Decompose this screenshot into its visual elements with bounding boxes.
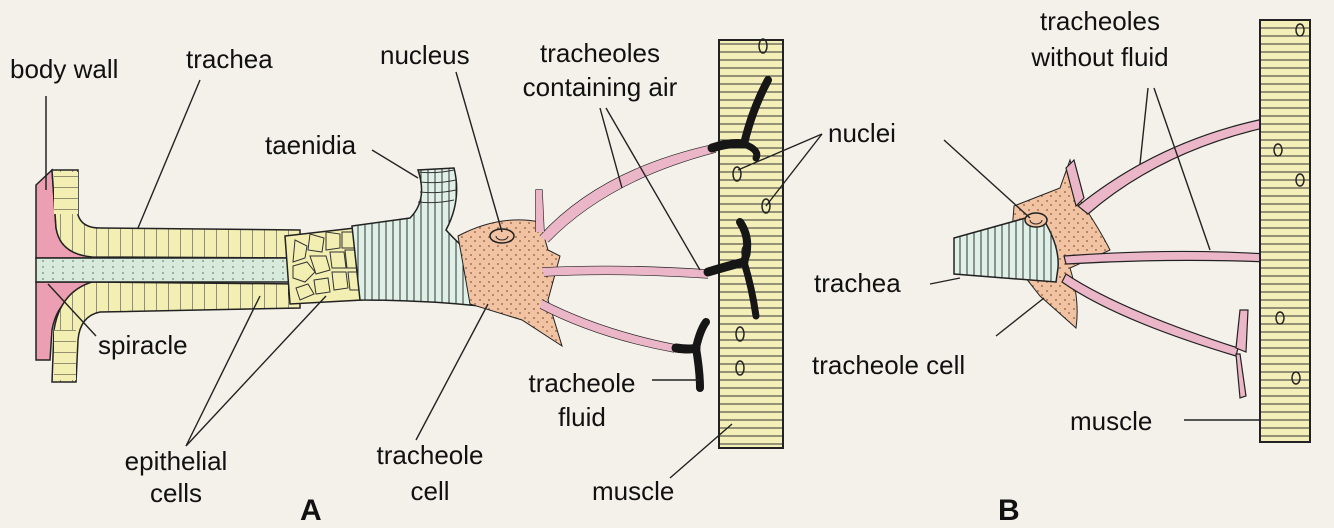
label-nucleus: nucleus xyxy=(380,40,470,70)
label-tracheole-cell-b: tracheole cell xyxy=(812,350,965,380)
label-tracheole-cell-a-line2: cell xyxy=(360,476,500,506)
label-epithelial-line2: cells xyxy=(106,478,246,508)
label-spiracle: spiracle xyxy=(98,330,188,360)
spiracle-shape xyxy=(36,258,290,282)
label-trachea-a: trachea xyxy=(186,44,273,74)
label-trachea-b: trachea xyxy=(814,268,901,298)
label-muscle-a: muscle xyxy=(592,476,674,506)
label-tracheole-cell-a-line1: tracheole xyxy=(360,440,500,470)
muscle-b-shape xyxy=(1260,20,1310,442)
label-nuclei: nuclei xyxy=(828,118,896,148)
label-tracheole-fluid-line1: tracheole xyxy=(512,368,652,398)
label-tracheoles-air-line1: tracheoles xyxy=(500,38,700,68)
panel-label-a: A xyxy=(300,494,322,528)
label-tracheole-fluid-line2: fluid xyxy=(512,402,652,432)
label-tracheoles-without-fluid-line1: tracheoles xyxy=(1000,6,1200,36)
epithelium-upper xyxy=(52,170,300,258)
nucleus-b-shape xyxy=(1025,213,1047,227)
label-tracheoles-without-fluid-line2: without fluid xyxy=(994,42,1206,72)
label-body-wall: body wall xyxy=(10,54,118,84)
panel-label-b: B xyxy=(998,494,1020,528)
label-muscle-b: muscle xyxy=(1070,406,1152,436)
label-epithelial-line1: epithelial xyxy=(106,446,246,476)
label-tracheoles-air-line2: containing air xyxy=(494,72,706,102)
label-taenidia: taenidia xyxy=(265,130,356,160)
